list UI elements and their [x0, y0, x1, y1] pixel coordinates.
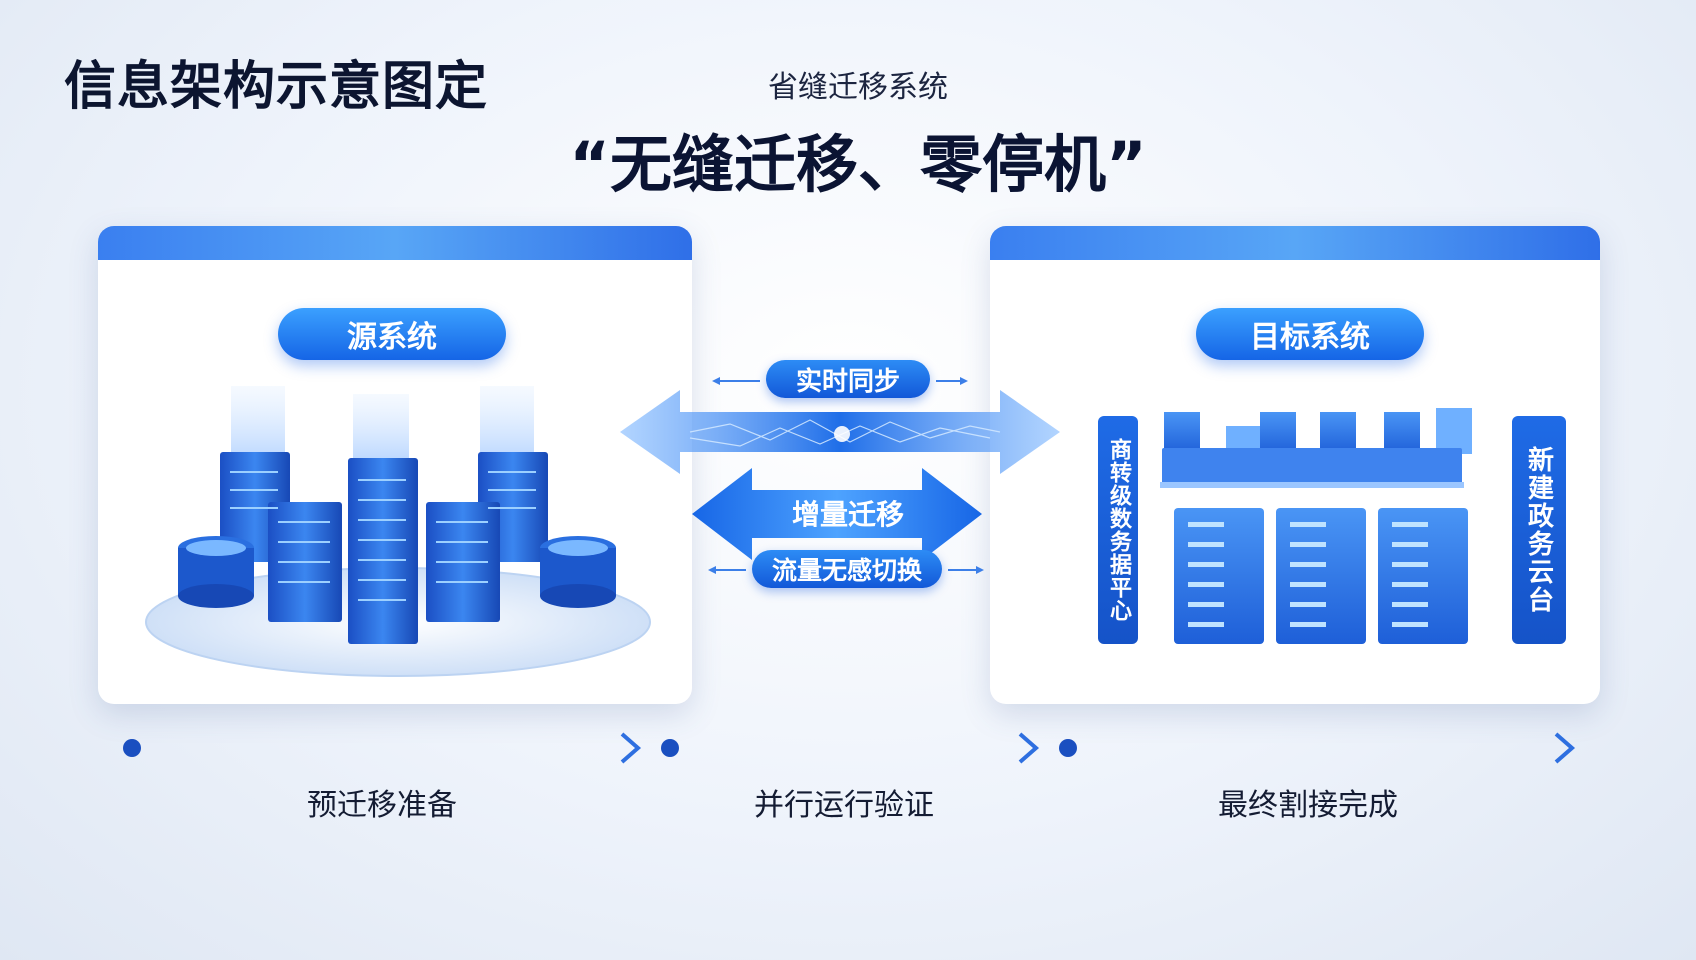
headline: “无缝迁移、零停机”: [569, 128, 1147, 201]
traffic-switch-label: 流量无感切换: [752, 550, 942, 588]
target-system-panel: 目标系统 商转级数务据平心 新建政务云台: [990, 226, 1600, 704]
target-system-label: 目标系统: [1196, 308, 1424, 360]
server-cluster-illustration: [145, 386, 651, 677]
server-rack: [220, 452, 548, 644]
data-center-illustration: [1160, 408, 1472, 644]
database-icon: [178, 536, 254, 608]
left-vertical-label: 商转级数务据平心: [1098, 416, 1138, 644]
bidirectional-arrow-icon: [620, 377, 1060, 574]
subtitle: 省缝迁移系统: [768, 70, 948, 105]
timeline-segment: [1059, 732, 1576, 764]
right-vertical-label: 新建政务云台: [1512, 416, 1566, 644]
timeline-segment: [661, 732, 1040, 764]
timeline-segment: [123, 732, 642, 764]
source-system-label: 源系统: [278, 308, 506, 360]
migration-flow: 实时同步 增量迁移 流量无感切换: [620, 350, 1060, 600]
page-title: 信息架构示意图定: [64, 57, 489, 117]
step-label-parallel: 并行运行验证: [754, 788, 934, 823]
incremental-migration-label: 增量迁移: [791, 498, 904, 531]
step-label-prepare: 预迁移准备: [307, 788, 457, 823]
incremental-arrow: [692, 468, 982, 560]
panel-header-bar: [990, 226, 1600, 260]
panel-header-bar: [98, 226, 692, 260]
process-timeline: [123, 732, 1576, 764]
database-icon: [540, 536, 616, 608]
realtime-sync-label: 实时同步: [766, 360, 930, 398]
step-label-cutover: 最终割接完成: [1218, 788, 1398, 823]
source-system-panel: 源系统: [98, 226, 692, 704]
